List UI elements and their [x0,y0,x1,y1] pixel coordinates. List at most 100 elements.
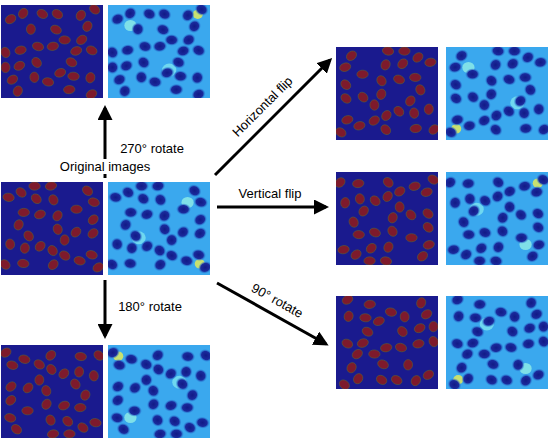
fiber [380,342,393,352]
fiber [57,367,71,380]
fiber-field [149,412,166,429]
fiber-field [184,387,201,404]
image-ground [108,5,210,98]
fiber [389,374,404,387]
fiber [73,255,87,266]
fiber [427,123,438,136]
fiber [379,123,393,136]
fiber-field [507,47,523,57]
fiber [76,421,90,434]
fiber [409,374,422,387]
fiber-field [108,60,119,74]
fiber-field [453,359,471,376]
fiber [13,219,25,231]
fiber-field [488,188,506,206]
arrow [215,60,330,175]
fiber-field [520,319,540,337]
fiber [340,337,354,350]
fiber [381,190,394,203]
fiber [84,88,99,98]
fiber [45,414,57,426]
fiber-field [150,256,170,274]
fiber-field [152,191,169,208]
fiber-field [179,364,194,379]
fiber-image [336,296,438,389]
fiber-field [515,178,534,194]
fiber-field [164,34,180,47]
fiber [359,313,371,322]
fiber [415,250,429,263]
fiber-group [446,172,548,265]
fiber [46,258,60,271]
fiber-field [535,333,548,350]
fiber-field [503,200,517,215]
fiber-field [471,298,488,311]
fiber [29,192,43,205]
fiber [80,184,94,197]
fiber [35,8,50,21]
fiber-field [528,218,548,236]
fiber [89,417,102,427]
fiber-field [476,348,492,361]
fiber [85,72,96,84]
fiber [63,85,75,94]
fiber [396,57,410,70]
fiber-field [446,173,460,191]
fiber-field [149,361,167,379]
fiber [4,394,18,407]
fiber-field [490,239,507,256]
fiber [92,349,103,362]
fiber-field [190,210,210,228]
fiber-field [190,224,210,242]
fiber [45,363,58,376]
fiber [348,216,360,228]
fiber [382,241,394,253]
fiber-field [150,242,168,260]
fiber [340,197,350,208]
fiber-field [116,57,136,75]
field-image [446,296,548,389]
fiber [419,308,434,321]
fiber-field [446,123,461,140]
fiber [364,242,378,255]
fiber [426,173,438,186]
fiber [352,179,365,189]
fiber [372,315,386,327]
fiber-field [446,59,465,76]
fiber-field [134,182,150,192]
fiber [406,233,418,242]
fiber-field [193,368,208,383]
fiber-field [165,233,179,248]
fiber [18,208,30,217]
fiber [412,338,426,349]
fiber [46,429,59,438]
fiber [47,194,59,206]
fiber [375,74,388,87]
fiber-field [517,372,535,389]
transform-label: Vertical flip [237,186,304,201]
fiber [49,23,63,36]
fiber [357,70,369,79]
fiber [53,67,67,79]
fiber-field [482,72,500,89]
fiber [421,221,435,234]
fiber [386,225,399,238]
fiber [35,375,45,386]
fiber-field [517,121,534,135]
fiber-image [1,5,103,98]
fiber-image [336,172,438,265]
fiber [352,120,366,131]
fiber [429,321,438,332]
fiber [340,296,355,306]
fiber-field [447,296,467,309]
fiber [74,403,86,412]
image-label: Original images [58,159,152,174]
fiber-field [127,404,143,417]
fiber-field [108,377,128,395]
fiber-field [503,322,522,340]
fiber [46,244,59,257]
fiber-field [108,391,128,409]
fiber-field [487,56,504,73]
fiber [22,406,34,415]
